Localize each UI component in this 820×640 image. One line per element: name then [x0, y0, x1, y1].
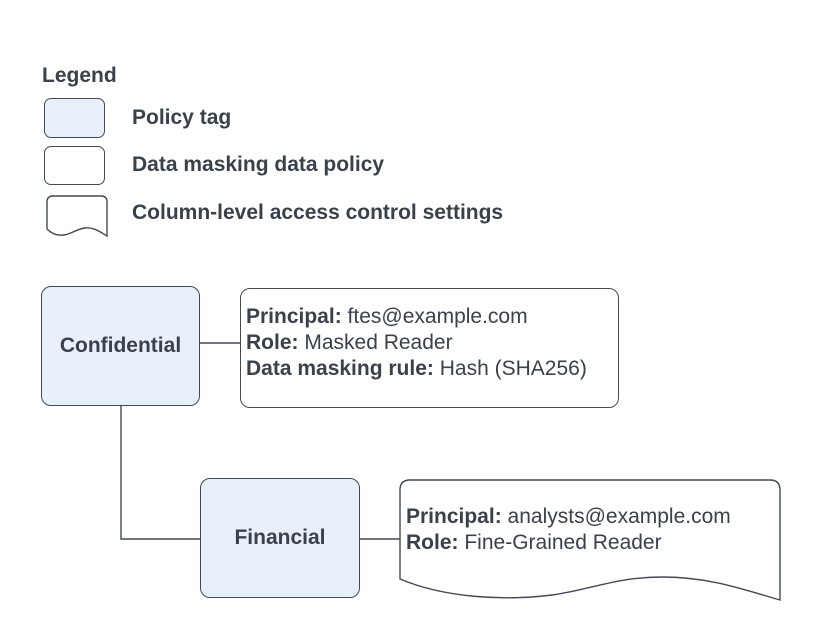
access-settings-principal-value: analysts@example.com — [507, 505, 731, 528]
legend-item-label-data-policy: Data masking data policy — [132, 153, 385, 176]
access-settings-role-value: Fine-Grained Reader — [464, 531, 662, 554]
legend-title: Legend — [42, 64, 117, 87]
access-settings-document-shape — [399, 479, 781, 601]
access-settings-role-label: Role: — [406, 531, 459, 554]
legend-data-policy-swatch — [44, 146, 105, 185]
legend-policy-tag-swatch — [44, 98, 105, 138]
access-settings-role-line: Role: Fine-Grained Reader — [406, 530, 731, 556]
access-settings-principal-line: Principal: analysts@example.com — [406, 504, 731, 530]
masking-policy-role-value: Masked Reader — [304, 331, 453, 354]
legend-document-swatch — [46, 195, 108, 238]
masking-policy-role-line: Role: Masked Reader — [246, 330, 587, 356]
masking-policy-principal-line: Principal: ftes@example.com — [246, 304, 587, 330]
masking-policy-role-label: Role: — [246, 331, 299, 354]
node-financial-policy-tag: Financial — [200, 478, 360, 598]
access-settings-principal-label: Principal: — [406, 505, 502, 528]
connector-confidential-financial — [120, 406, 200, 540]
masking-policy-principal-value: ftes@example.com — [347, 305, 528, 328]
node-financial-label: Financial — [234, 526, 326, 549]
node-confidential-policy-tag: Confidential — [41, 286, 200, 406]
masking-policy-rule-line: Data masking rule: Hash (SHA256) — [246, 356, 587, 382]
node-masking-policy-text: Principal: ftes@example.com Role: Masked… — [246, 304, 587, 382]
masking-policy-principal-label: Principal: — [246, 305, 342, 328]
node-access-settings-text: Principal: analysts@example.com Role: Fi… — [406, 504, 731, 556]
legend-item-label-policy-tag: Policy tag — [132, 106, 232, 129]
node-masking-policy — [240, 288, 619, 408]
legend-item-label-access-control: Column-level access control settings — [132, 201, 504, 224]
masking-policy-rule-value: Hash (SHA256) — [439, 357, 587, 380]
node-confidential-label: Confidential — [59, 334, 182, 357]
masking-policy-rule-label: Data masking rule: — [246, 357, 434, 380]
